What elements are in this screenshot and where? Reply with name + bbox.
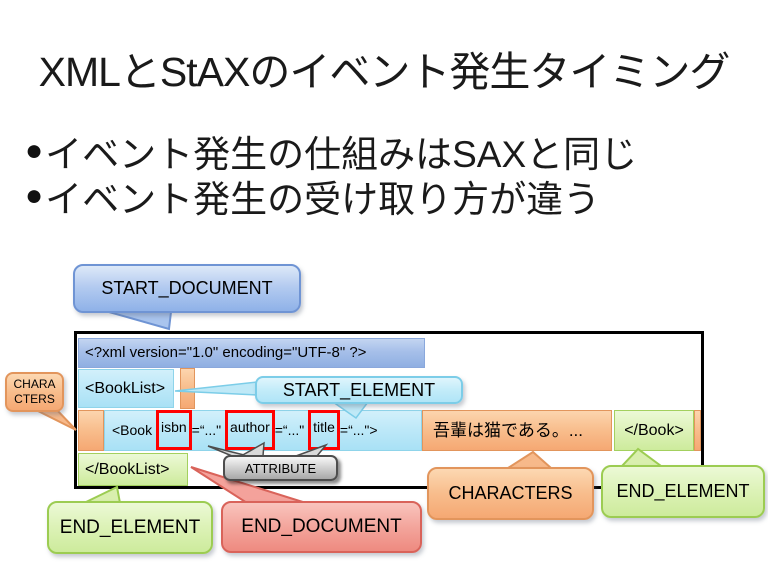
tail-start-document: [108, 311, 173, 331]
indent-characters-segment: [78, 410, 104, 451]
bullet-item: ● イベント発生の受け取り方が違う: [25, 173, 637, 220]
callout-start-document: START_DOCUMENT: [73, 264, 301, 313]
callout-end-document: END_DOCUMENT: [221, 501, 422, 553]
xml-declaration-row: <?xml version="1.0" encoding="UTF-8" ?>: [78, 338, 425, 368]
attr-title-value: =“...">: [339, 422, 378, 438]
bullet-marker: ●: [25, 179, 44, 212]
book-open-segment: <Book isbn=“..." author=“..." title=“...…: [104, 409, 422, 451]
callout-attribute: ATTRIBUTE: [223, 455, 338, 481]
callout-start-element: START_ELEMENT: [255, 376, 463, 404]
booklist-open-row: <BookList>: [78, 369, 174, 408]
callout-end-element-right: END_ELEMENT: [601, 465, 765, 518]
callout-characters-bottom: CHARACTERS: [427, 467, 594, 520]
bullet-marker: ●: [25, 134, 44, 167]
callout-end-element-bottom-left: END_ELEMENT: [47, 501, 213, 554]
characters-text-segment: 吾輩は猫である。...: [422, 410, 612, 451]
attr-author-value: =“...": [274, 422, 309, 438]
attr-isbn-highlight-box: isbn: [155, 409, 192, 450]
whitespace-characters-bar: [180, 368, 195, 409]
bullet-text: イベント発生の受け取り方が違う: [45, 178, 601, 220]
bullet-list: ● イベント発生の仕組みはSAXと同じ ● イベント発生の受け取り方が違う: [25, 128, 637, 220]
callout-characters-left-line2: CTERS: [14, 392, 55, 406]
booklist-close-row: </BookList>: [78, 453, 188, 486]
attr-isbn-value: =“...": [191, 422, 226, 438]
callout-characters-left: CHARA CTERS: [5, 372, 64, 412]
bullet-text: イベント発生の仕組みはSAXと同じ: [45, 133, 638, 175]
page-title: XMLとStAXのイベント発生タイミング: [38, 49, 731, 95]
attr-author-highlight-box: author: [225, 409, 275, 450]
book-close-segment: </Book>: [614, 410, 694, 451]
tail-characters-left: [33, 408, 77, 431]
bullet-item: ● イベント発生の仕組みはSAXと同じ: [25, 128, 637, 175]
trailing-characters-sliver: [694, 410, 701, 451]
callout-characters-left-line1: CHARA: [13, 377, 56, 391]
book-open-prefix: <Book: [112, 422, 156, 438]
attr-title-highlight-box: title: [308, 409, 340, 450]
